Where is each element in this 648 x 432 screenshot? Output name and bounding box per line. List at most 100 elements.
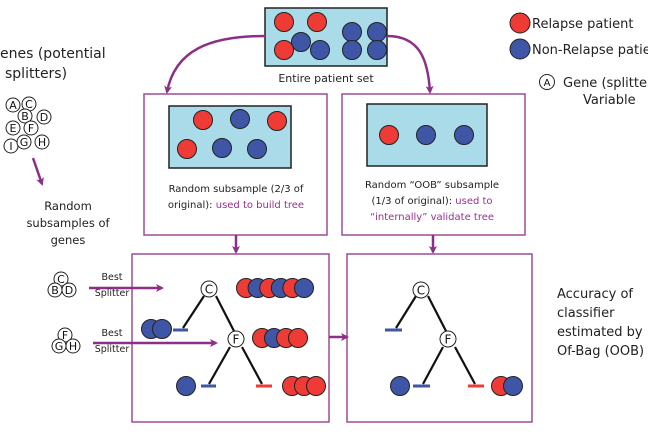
gene-letter: C: [205, 282, 213, 296]
nonrelapse-patient: [310, 40, 330, 60]
gene-letter: F: [233, 332, 240, 346]
gene-node: E: [5, 120, 21, 136]
legend-relapse-label: Relapse patient: [532, 17, 633, 32]
oob-patients: [379, 125, 474, 145]
genes-title-line1: enes (potential: [0, 46, 106, 62]
oob-text-highlight: used to: [455, 196, 492, 207]
tree-edge: [454, 346, 476, 385]
legend-gene-label-line2: Variable: [583, 93, 636, 108]
bootstrap-text-highlight: used to build tree: [216, 200, 304, 211]
nonrelapse-patient: [294, 278, 314, 298]
best-splitter-label-line2: Splitter: [95, 288, 130, 299]
best-splitter-label-line1: Best: [101, 328, 122, 339]
oob-tree-frame: [346, 253, 533, 423]
gene-circle: [36, 109, 52, 125]
bootstrap-text-plain: original):: [168, 200, 216, 211]
gene-letter: G: [55, 340, 64, 353]
nonrelapse-patient: [367, 40, 387, 60]
gene-node: C: [53, 271, 69, 287]
relapse-patient: [177, 139, 197, 159]
gene-circle: [17, 108, 33, 124]
gene-circle: [412, 281, 430, 299]
gene-letter: G: [20, 136, 29, 149]
oob-text-line3: “internally” validate tree: [370, 212, 494, 223]
gene-letter: C: [25, 98, 33, 111]
tree-edge: [241, 346, 263, 385]
accuracy-text: Accuracy of classifier estimated by Of-B…: [557, 287, 644, 359]
arrow-to-oob: [386, 34, 434, 94]
training-tree-panel: CF: [131, 253, 330, 423]
best-splitter-label-line2: Splitter: [95, 344, 130, 355]
tree-edge: [422, 346, 444, 385]
gene-letter: D: [40, 111, 48, 124]
relapse-patient: [306, 376, 326, 396]
entire-patient-set: Entire patient set: [264, 7, 388, 85]
gene-subsample-arrow: [31, 157, 44, 186]
nonrelapse-patient: [342, 40, 362, 60]
tree-edge: [215, 295, 236, 334]
oob-text-line1: Random “OOB” subsample: [365, 180, 499, 191]
gene-node: G: [51, 338, 67, 354]
relapse-patient: [274, 40, 294, 60]
oob-panel: Random “OOB” subsample (1/3 of original)…: [341, 93, 526, 236]
nonrelapse-patient: [176, 376, 196, 396]
gene-node: B: [47, 282, 63, 298]
nonrelapse-patient: [503, 376, 523, 396]
legend: Relapse patient Non-Relapse patie A Gene…: [509, 12, 648, 108]
nonrelapse-patient: [291, 32, 311, 52]
gene-letter: C: [57, 273, 65, 286]
gene-node: H: [34, 134, 50, 150]
oob-tree-panel: CF: [346, 253, 533, 423]
gene-node: G: [16, 134, 32, 150]
gene-node: C: [412, 281, 430, 299]
gene-subsample-label-line3: genes: [51, 233, 86, 247]
legend-gene-symbol: A: [544, 78, 551, 89]
gene-circle: [439, 330, 457, 348]
training-tree: CF: [141, 278, 326, 396]
arrow-to-bootstrap: [164, 34, 266, 94]
nonrelapse-patient: [367, 22, 387, 42]
gene-letter: F: [62, 329, 68, 342]
gene-node: F: [227, 330, 245, 348]
oob-text-line2: (1/3 of original): used to: [371, 196, 492, 207]
bootstrap-text-line2: original): used to build tree: [168, 200, 304, 211]
gene-letter: A: [9, 99, 17, 112]
gene-letter: D: [65, 284, 73, 297]
gene-node: A: [5, 97, 21, 113]
gene-node: D: [36, 109, 52, 125]
nonrelapse-patient: [212, 138, 232, 158]
gene-circle: [34, 134, 50, 150]
gene-letter: C: [417, 283, 425, 297]
relapse-patient: [274, 12, 294, 32]
tree-edge: [208, 346, 231, 385]
gene-letter: B: [21, 110, 29, 123]
tree-edge: [182, 295, 205, 329]
gene-letter: F: [445, 332, 452, 346]
nonrelapse-patient: [152, 319, 172, 339]
nonrelapse-patient: [247, 139, 267, 159]
oob-text-plain: (1/3 of original):: [371, 196, 455, 207]
gene-node: I: [3, 138, 19, 154]
accuracy-line4: Of-Bag (OOB): [557, 344, 644, 359]
nonrelapse-patient: [230, 109, 250, 129]
bootstrap-patients: [177, 109, 287, 159]
nonrelapse-patient: [390, 376, 410, 396]
gene-letter: F: [28, 122, 34, 135]
gene-letter: E: [10, 122, 17, 135]
accuracy-line1: Accuracy of: [557, 287, 633, 302]
gene-circle: [227, 330, 245, 348]
accuracy-line2: classifier: [557, 306, 615, 321]
nonrelapse-patient: [416, 125, 436, 145]
gene-circle: [5, 97, 21, 113]
legend-nonrelapse-swatch: [509, 38, 531, 60]
genes-title-line2: splitters): [5, 66, 67, 82]
legend-relapse-swatch: [509, 12, 531, 34]
gene-node: H: [65, 338, 81, 354]
gene-letter: H: [69, 340, 77, 353]
gene-circle: [200, 280, 218, 298]
relapse-patient: [379, 125, 399, 145]
